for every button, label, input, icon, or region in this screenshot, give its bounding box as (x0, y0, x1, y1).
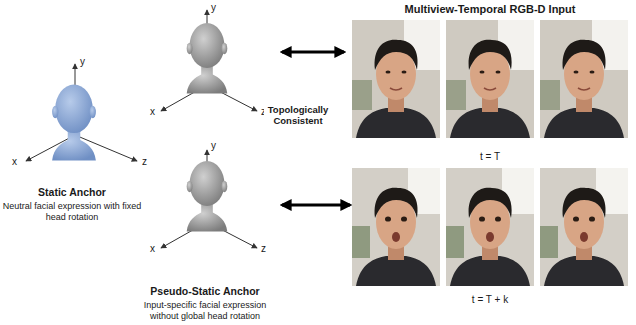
axes (161, 10, 257, 111)
axes (161, 150, 257, 248)
axis-label: z (261, 243, 266, 254)
double-arrow (282, 204, 350, 207)
photo (352, 168, 440, 286)
photo (446, 20, 534, 138)
anchor-title: Pseudo-Static Anchor (150, 285, 259, 298)
time-caption: t = T (478, 151, 502, 163)
photo (540, 168, 628, 286)
photo (352, 20, 440, 138)
photo (540, 20, 628, 138)
time-caption: t = T + k (470, 294, 510, 306)
double-arrow (282, 51, 344, 54)
axis-label: x (12, 156, 17, 167)
axis-label: y (211, 140, 216, 151)
anchor-group: Static AnchorNeutral facial expression w… (2, 55, 142, 223)
axis-label: x (150, 106, 155, 117)
photo (446, 168, 534, 286)
anchor-group: Pseudo-Static AnchorInput-specific facia… (130, 145, 280, 322)
axis-label: y (211, 2, 216, 13)
axis-label: x (150, 243, 155, 254)
head-mesh (187, 23, 228, 93)
axis-label: z (142, 156, 147, 167)
relation-label: Topologically Consistent (264, 104, 332, 126)
photo-row: t = T + k (352, 166, 628, 306)
anchor-title: Static Anchor (38, 186, 106, 199)
axes (26, 64, 137, 161)
anchor-description: Neutral facial expression with fixed hea… (2, 201, 142, 223)
diagram-title: Multiview-Temporal RGB-D Input (352, 3, 628, 16)
axis-label: y (80, 56, 85, 67)
head-mesh (187, 161, 228, 231)
photo-row: t = T (352, 18, 628, 163)
anchor-description: Input-specific facial expression without… (130, 300, 280, 322)
head-mesh (52, 85, 96, 161)
